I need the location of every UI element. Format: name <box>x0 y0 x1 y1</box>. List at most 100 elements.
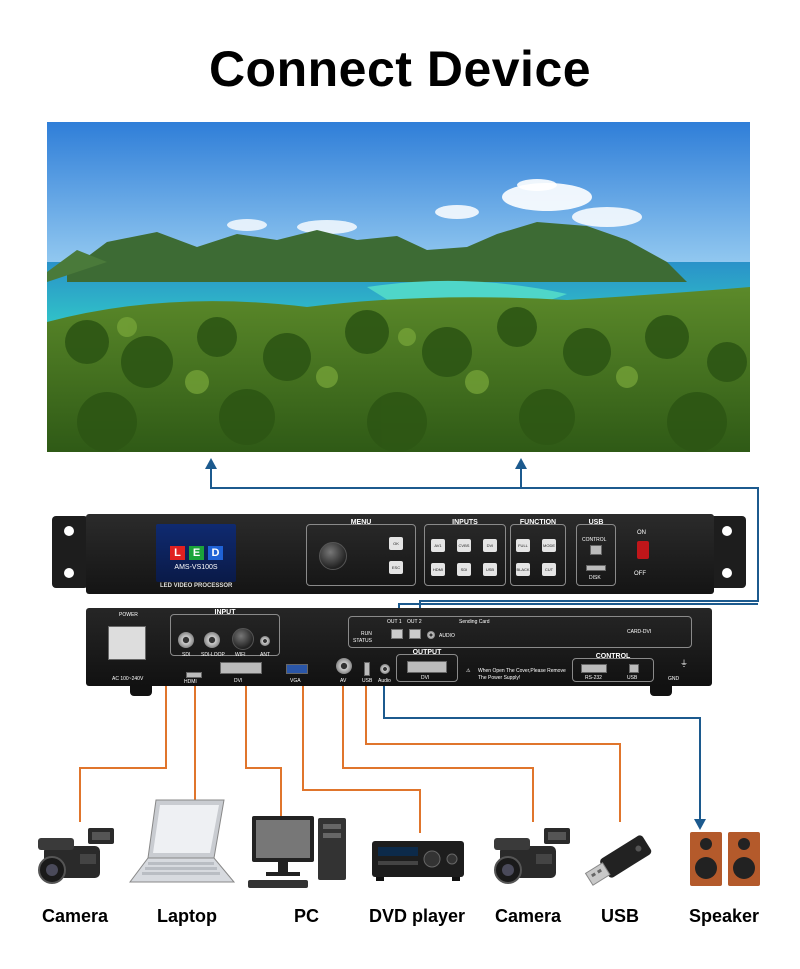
wifi-label: WIFI <box>235 652 246 658</box>
ok-key[interactable]: OK <box>389 537 403 550</box>
device-label-pc: PC <box>294 906 320 926</box>
rs232-port[interactable] <box>581 664 607 673</box>
control-usb-label: USB <box>627 675 638 681</box>
power-spec: AC 100~240V <box>112 676 144 682</box>
product-name: LED VIDEO PROCESSOR <box>160 583 233 589</box>
page-title: Connect Device <box>208 41 592 97</box>
processor-back-panel: POWER AC 100~240V INPUT SDI SDI-LOOP WIF… <box>86 608 712 686</box>
sdi-loop-label: SDI-LOOP <box>201 652 225 658</box>
ground-icon: ⏚ <box>680 659 688 668</box>
usb-disk-port[interactable] <box>586 565 606 571</box>
video-camera-icon <box>38 828 114 884</box>
power-label: POWER <box>119 612 138 618</box>
lcd-display: L E D AMS-VS100S <box>156 524 236 582</box>
input-label: INPUT <box>214 609 236 616</box>
input-key-hdmi[interactable]: HDMI <box>431 563 445 576</box>
hdmi-port[interactable] <box>186 672 202 678</box>
led-letter-d: D <box>208 546 223 560</box>
output-dvi-label: DVI <box>421 675 430 681</box>
warning-icon: ⚠ <box>466 668 471 674</box>
sdi-loop-port[interactable] <box>204 632 220 648</box>
ant-label: ANT <box>260 652 270 658</box>
sending-card-label: Sending Card <box>459 619 490 625</box>
ant-port[interactable] <box>260 636 270 646</box>
usb-disk-label: DISK <box>589 575 601 581</box>
menu-section: MENU OK ESC <box>306 519 416 586</box>
output-label: OUTPUT <box>412 649 442 656</box>
sdi-wire <box>79 648 167 822</box>
input-key-cvbs[interactable]: CVBS <box>457 539 471 552</box>
out1-label: OUT 1 <box>387 619 402 625</box>
foot-left <box>130 686 152 696</box>
out2-port[interactable] <box>409 629 421 639</box>
power-socket[interactable] <box>108 626 146 660</box>
input-key-sdi[interactable]: SDI <box>457 563 471 576</box>
out1-port[interactable] <box>391 629 403 639</box>
sending-card-slot: Sending Card OUT 1 OUT 2 RUN STATUS AUDI… <box>348 616 692 648</box>
control-section: CONTROL RS-232 USB <box>572 653 654 682</box>
control-usb-port[interactable] <box>629 664 639 673</box>
function-key-cut[interactable]: CUT <box>542 563 556 576</box>
arrow-up-left <box>205 458 217 469</box>
input-key-usb[interactable]: USB <box>483 563 497 576</box>
sdi-port[interactable] <box>178 632 194 648</box>
usb-wire <box>365 672 621 822</box>
device-label-dvd-player: DVD player <box>369 906 466 926</box>
audio-port[interactable] <box>380 664 390 674</box>
av-port[interactable] <box>336 658 352 674</box>
out2-label: OUT 2 <box>407 619 422 625</box>
dvi-output-port[interactable] <box>407 661 447 673</box>
dvi-label: DVI <box>234 678 243 684</box>
led-letter-l: L <box>170 546 185 560</box>
output-wire-1 <box>210 467 759 628</box>
power-on-label: ON <box>637 530 646 536</box>
rack-ear-right <box>710 516 746 588</box>
power-off-label: OFF <box>634 571 646 577</box>
speaker-icon <box>690 832 760 886</box>
function-key-black[interactable]: BLACK <box>516 563 530 576</box>
output-section: OUTPUT DVI <box>396 649 458 682</box>
av-label: AV <box>340 678 347 684</box>
sdi-label: SDI <box>182 652 191 658</box>
audio-out-port[interactable] <box>427 631 435 639</box>
av-wire <box>342 670 534 822</box>
usb-input-port[interactable] <box>364 662 370 676</box>
input-key-av1[interactable]: AV1 <box>431 539 445 552</box>
vga-port[interactable] <box>286 664 308 674</box>
usb-control-port[interactable] <box>590 545 602 555</box>
gnd-label: GND <box>668 676 680 682</box>
device-label-speaker: Speaker <box>689 906 760 926</box>
rack-ear-left <box>52 516 88 588</box>
arrow-down-speaker <box>694 819 706 830</box>
menu-knob[interactable] <box>319 542 347 570</box>
foot-right <box>650 686 672 696</box>
inputs-section: INPUTS AV1 CVBS DVI HDMI SDI USB <box>424 519 506 586</box>
menu-label: MENU <box>350 519 372 526</box>
dvi-wire <box>245 676 282 818</box>
hdmi-label: HDMI <box>184 679 197 685</box>
arrow-up-right <box>515 458 527 469</box>
vga-wire <box>302 676 421 833</box>
inputs-label: INPUTS <box>452 519 478 526</box>
tropical-landscape-image <box>47 122 750 452</box>
dvi-input-port[interactable] <box>220 662 262 674</box>
wifi-antenna <box>232 628 254 650</box>
input-key-dvi[interactable]: DVI <box>483 539 497 552</box>
device-label-camera-2: Camera <box>495 906 562 926</box>
device-label-usb: USB <box>601 906 640 926</box>
card-dvi-label: CARD-DVI <box>627 629 652 635</box>
input-section: INPUT <box>170 609 280 656</box>
audio-out-label: AUDIO <box>439 633 455 639</box>
function-section: FUNCTION FULL MODE BLACK CUT <box>510 519 566 586</box>
function-key-full[interactable]: FULL <box>516 539 530 552</box>
usb-control-label: CONTROL <box>582 537 607 543</box>
esc-key[interactable]: ESC <box>389 561 403 574</box>
led-letter-e: E <box>189 546 204 560</box>
vga-label: VGA <box>290 678 301 684</box>
power-switch[interactable] <box>637 541 649 559</box>
function-label: FUNCTION <box>519 519 557 526</box>
device-label-laptop: Laptop <box>157 906 217 926</box>
status-label: STATUS <box>353 638 372 644</box>
function-key-mode[interactable]: MODE <box>542 539 556 552</box>
